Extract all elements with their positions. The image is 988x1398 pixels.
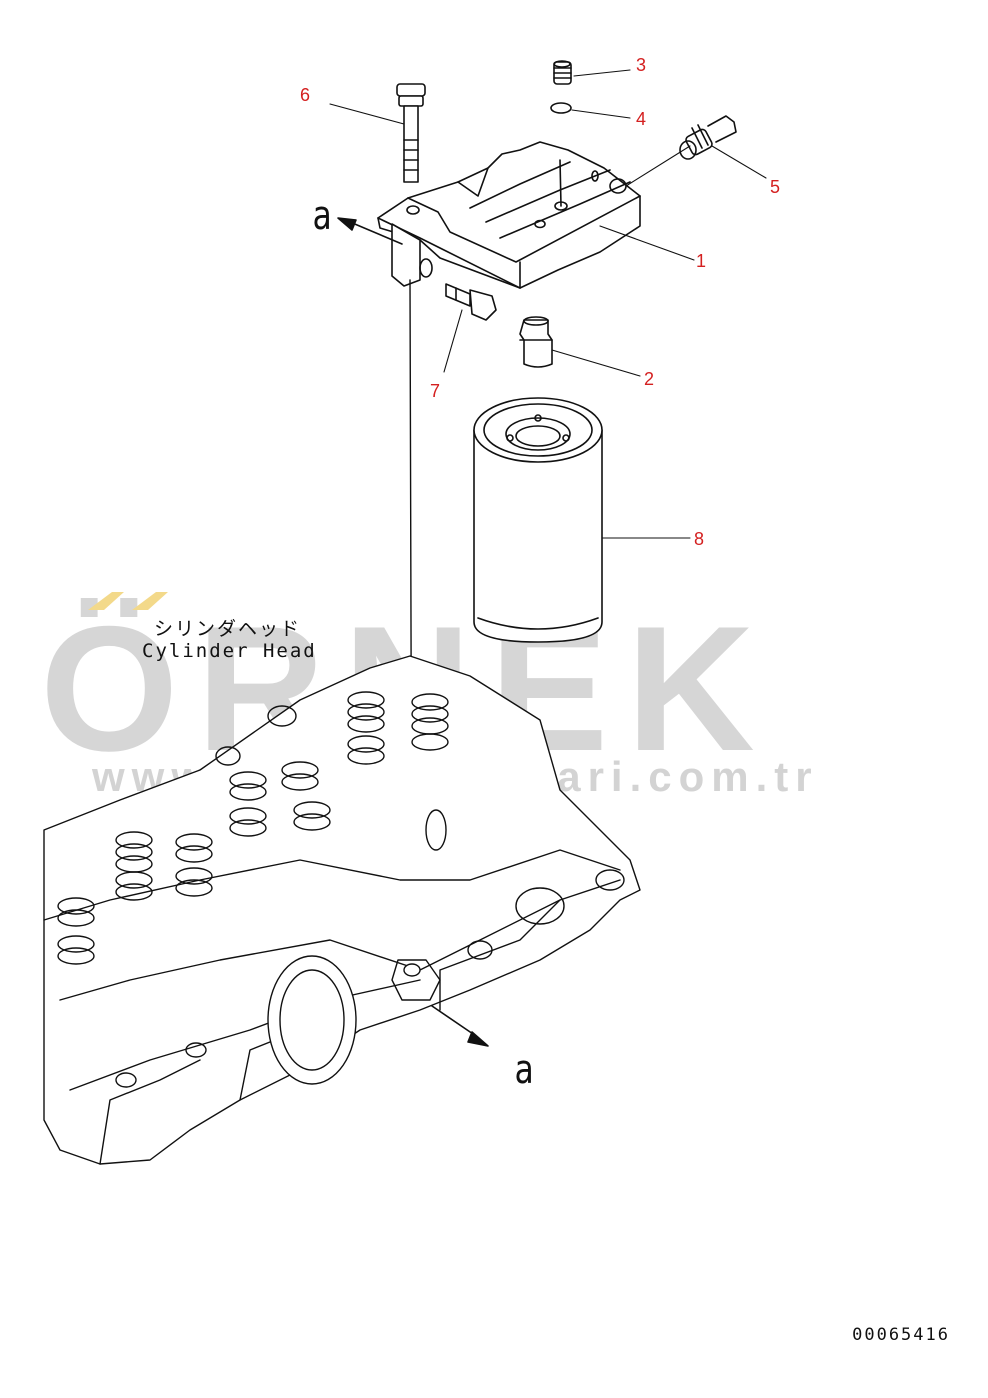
filter-head-bracket bbox=[377, 141, 641, 289]
view-a-top-arrowhead bbox=[337, 217, 357, 231]
view-a-bottom-arrow-shaft bbox=[431, 1005, 477, 1037]
cylinder-head-label-en: Cylinder Head bbox=[142, 640, 317, 662]
valve-springs bbox=[57, 691, 449, 965]
o-ring bbox=[550, 102, 572, 114]
leader-1 bbox=[599, 225, 695, 261]
cylinder-head-label-jp: シリンダヘッド bbox=[154, 618, 302, 640]
leader-3 bbox=[573, 69, 631, 77]
leader-6 bbox=[329, 103, 405, 125]
leader-7 bbox=[443, 309, 463, 373]
watermark-accent-right bbox=[132, 592, 168, 610]
plug bbox=[553, 60, 572, 85]
callout-5: 5 bbox=[770, 177, 781, 197]
view-a-label-bottom: a bbox=[514, 1047, 534, 1093]
leader-5 bbox=[711, 145, 767, 179]
callout-2: 2 bbox=[644, 369, 655, 389]
callout-4: 4 bbox=[636, 109, 647, 129]
callout-3: 3 bbox=[636, 55, 647, 75]
leader-4 bbox=[571, 109, 631, 119]
callout-7: 7 bbox=[430, 381, 441, 401]
document-number: 00065416 bbox=[852, 1325, 950, 1345]
view-a-label-top: a bbox=[312, 193, 332, 239]
view-a-top-arrow-shaft bbox=[349, 221, 403, 245]
cylinder-head bbox=[43, 655, 641, 1165]
leader-5b bbox=[625, 145, 691, 187]
front-bore bbox=[267, 955, 357, 1085]
callout-6: 6 bbox=[300, 85, 311, 105]
callout-8: 8 bbox=[694, 529, 705, 549]
long-bolt bbox=[396, 83, 426, 183]
leader-2 bbox=[551, 349, 641, 377]
short-bolt bbox=[445, 283, 497, 321]
callout-1: 1 bbox=[696, 251, 707, 271]
fitting bbox=[679, 115, 737, 160]
filter-cartridge bbox=[473, 397, 603, 643]
view-a-bottom-arrowhead bbox=[467, 1031, 489, 1047]
mounting-boss bbox=[403, 963, 421, 977]
watermark-accent-left bbox=[88, 592, 124, 610]
dowel-plug bbox=[519, 316, 553, 368]
